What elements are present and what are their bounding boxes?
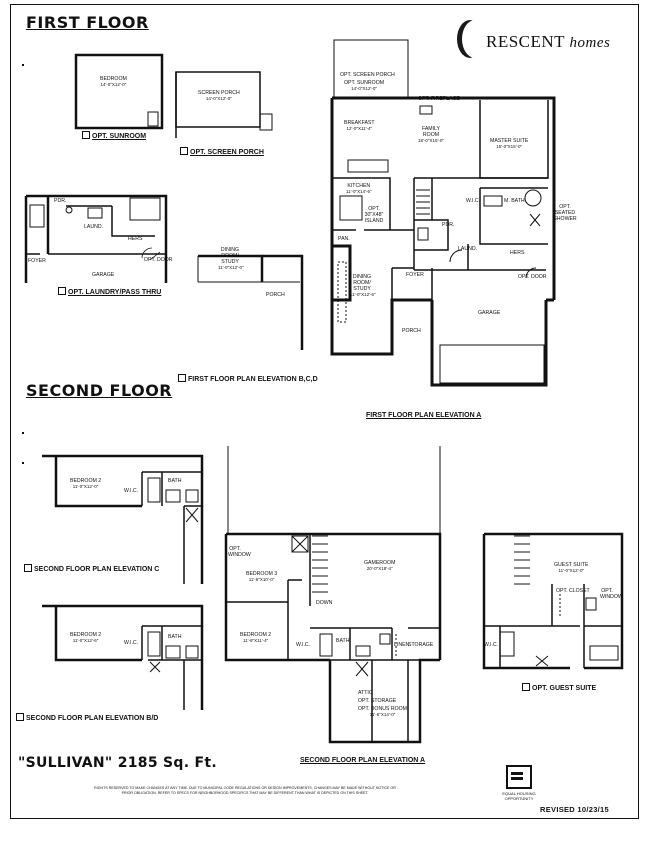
second-floor-elev-bd-caption: SECOND FLOOR PLAN ELEVATION B/D <box>16 713 158 722</box>
equal-housing-icon <box>506 765 532 789</box>
disclaimer-fine-print: RIGHTS RESERVED TO MAKE CHANGES AT ANY T… <box>94 786 396 795</box>
opt-laundry-caption: OPT. LAUNDRY/PASS THRU <box>58 287 161 296</box>
main-foyer-label: FOYER <box>406 272 424 278</box>
mbath-label: M. BATH <box>504 198 525 204</box>
elev-a-bath-label: BATH <box>336 638 350 644</box>
attic-label: ATTIC <box>358 690 373 696</box>
first-floor-header: FIRST FLOOR <box>26 13 149 32</box>
laundry-inset-foyer-label: FOYER <box>28 258 46 264</box>
bedroom-3-label: BEDROOM 311'-6"x10'-0" <box>246 571 278 582</box>
checkbox-icon <box>16 713 24 721</box>
main-laund-label: LAUND. <box>458 246 478 252</box>
island-label: OPT. 30"x48" ISLAND <box>364 206 384 224</box>
checkbox-icon <box>82 131 90 139</box>
second-floor-elevation-bd-walls <box>42 604 204 710</box>
margin-mark <box>22 64 24 66</box>
equal-housing-text: EQUAL HOUSING OPPORTUNITY <box>502 791 536 801</box>
second-floor-elevation-a-walls <box>224 446 442 744</box>
opt-guest-suite-caption: OPT. GUEST SUITE <box>522 683 596 692</box>
fireplace-label: OPT. FIREPLACE <box>418 96 460 102</box>
main-opt-door-label: OPT. DOOR <box>518 274 547 280</box>
guest-suite-walls <box>482 532 624 670</box>
floor-plan-sheet <box>10 4 639 819</box>
elev-bcd-porch-label: PORCH <box>266 292 285 298</box>
logo-brand: RESCENT <box>486 32 565 51</box>
main-garage-label: GARAGE <box>478 310 501 316</box>
laundry-inset-pdr-label: PDR. <box>54 198 67 204</box>
main-porch-label: PORCH <box>402 328 421 334</box>
margin-mark <box>22 432 24 434</box>
checkbox-icon <box>178 374 186 382</box>
checkbox-icon <box>24 564 32 572</box>
elev-c-wic-label: W.I.C. <box>124 488 139 494</box>
main-pdr-label: PDR. <box>442 222 455 228</box>
porch-elevation-bcd-walls <box>197 254 304 350</box>
sunroom-inset-walls <box>74 53 164 130</box>
elev-c-bedroom-label: BEDROOM 211'-0"x12'-0" <box>70 478 102 489</box>
second-floor-elev-a-caption: SECOND FLOOR PLAN ELEVATION A <box>300 757 426 764</box>
laundry-inset-garage-label: GARAGE <box>92 272 115 278</box>
first-floor-elev-bcd-caption: FIRST FLOOR PLAN ELEVATION B,C,D <box>178 374 318 383</box>
laundry-inset-walls <box>24 194 168 283</box>
linen-label: LINEN <box>394 642 410 648</box>
guest-wic-label: W.I.C. <box>484 642 499 648</box>
first-floor-elev-a-caption: FIRST FLOOR PLAN ELEVATION A <box>366 412 482 419</box>
margin-mark <box>22 462 24 464</box>
laundry-inset-hers-label: HERS <box>128 236 143 242</box>
checkbox-icon <box>522 683 530 691</box>
crescent-homes-logo: RESCENT homes <box>462 18 622 62</box>
seated-shower-label: OPT. SEATED SHOWER <box>553 204 577 222</box>
checkbox-icon <box>180 147 188 155</box>
opt-screen-porch-caption: OPT. SCREEN PORCH <box>180 147 264 156</box>
second-floor-elevation-c-walls <box>42 454 204 584</box>
second-floor-header: SECOND FLOOR <box>26 381 173 400</box>
elev-c-bath-label: BATH <box>168 478 182 484</box>
equal-housing-badge: EQUAL HOUSING OPPORTUNITY <box>502 765 536 801</box>
crescent-moon-icon <box>462 20 488 58</box>
elev-bd-wic-label: W.I.C. <box>124 640 139 646</box>
pantry-label: PAN. <box>338 236 350 242</box>
second-floor-elev-c-caption: SECOND FLOOR PLAN ELEVATION C <box>24 564 159 573</box>
bedroom-2-label: BEDROOM 211'-6"x11'-4" <box>240 632 272 643</box>
checkbox-icon <box>58 287 66 295</box>
elev-bd-bath-label: BATH <box>168 634 182 640</box>
logo-suffix: homes <box>569 35 611 51</box>
revised-date: REVISED 10/23/15 <box>540 805 610 814</box>
opt-storage-label: OPT. STORAGE <box>358 698 397 704</box>
laundry-inset-door-label: OPT. DOOR <box>144 257 173 263</box>
opt-sunroom-caption: OPT. SUNROOM <box>82 131 146 140</box>
storage-label: STORAGE <box>408 642 434 648</box>
wic-label: W.I.C. <box>466 198 481 204</box>
plan-title: "SULLIVAN" 2185 Sq. Ft. <box>18 755 218 771</box>
guest-opt-window-label: OPT. WINDOW <box>600 588 623 600</box>
logo-wordmark: RESCENT homes <box>486 32 610 52</box>
main-opt-screen-porch-label: OPT. SCREEN PORCH <box>340 72 395 78</box>
down-label: DOWN <box>316 600 333 606</box>
laundry-inset-laund-label: LAUND. <box>84 224 104 230</box>
screen-porch-inset-walls <box>175 71 273 138</box>
guest-opt-closet-label: OPT. CLOSET <box>556 588 590 594</box>
elev-bd-bedroom-label: BEDROOM 211'-0"x12'-6" <box>70 632 102 643</box>
elev-a-opt-window-label: OPT. WINDOW <box>228 546 251 558</box>
elev-a-wic-label: W.I.C. <box>296 642 311 648</box>
main-hers-label: HERS <box>510 250 525 256</box>
